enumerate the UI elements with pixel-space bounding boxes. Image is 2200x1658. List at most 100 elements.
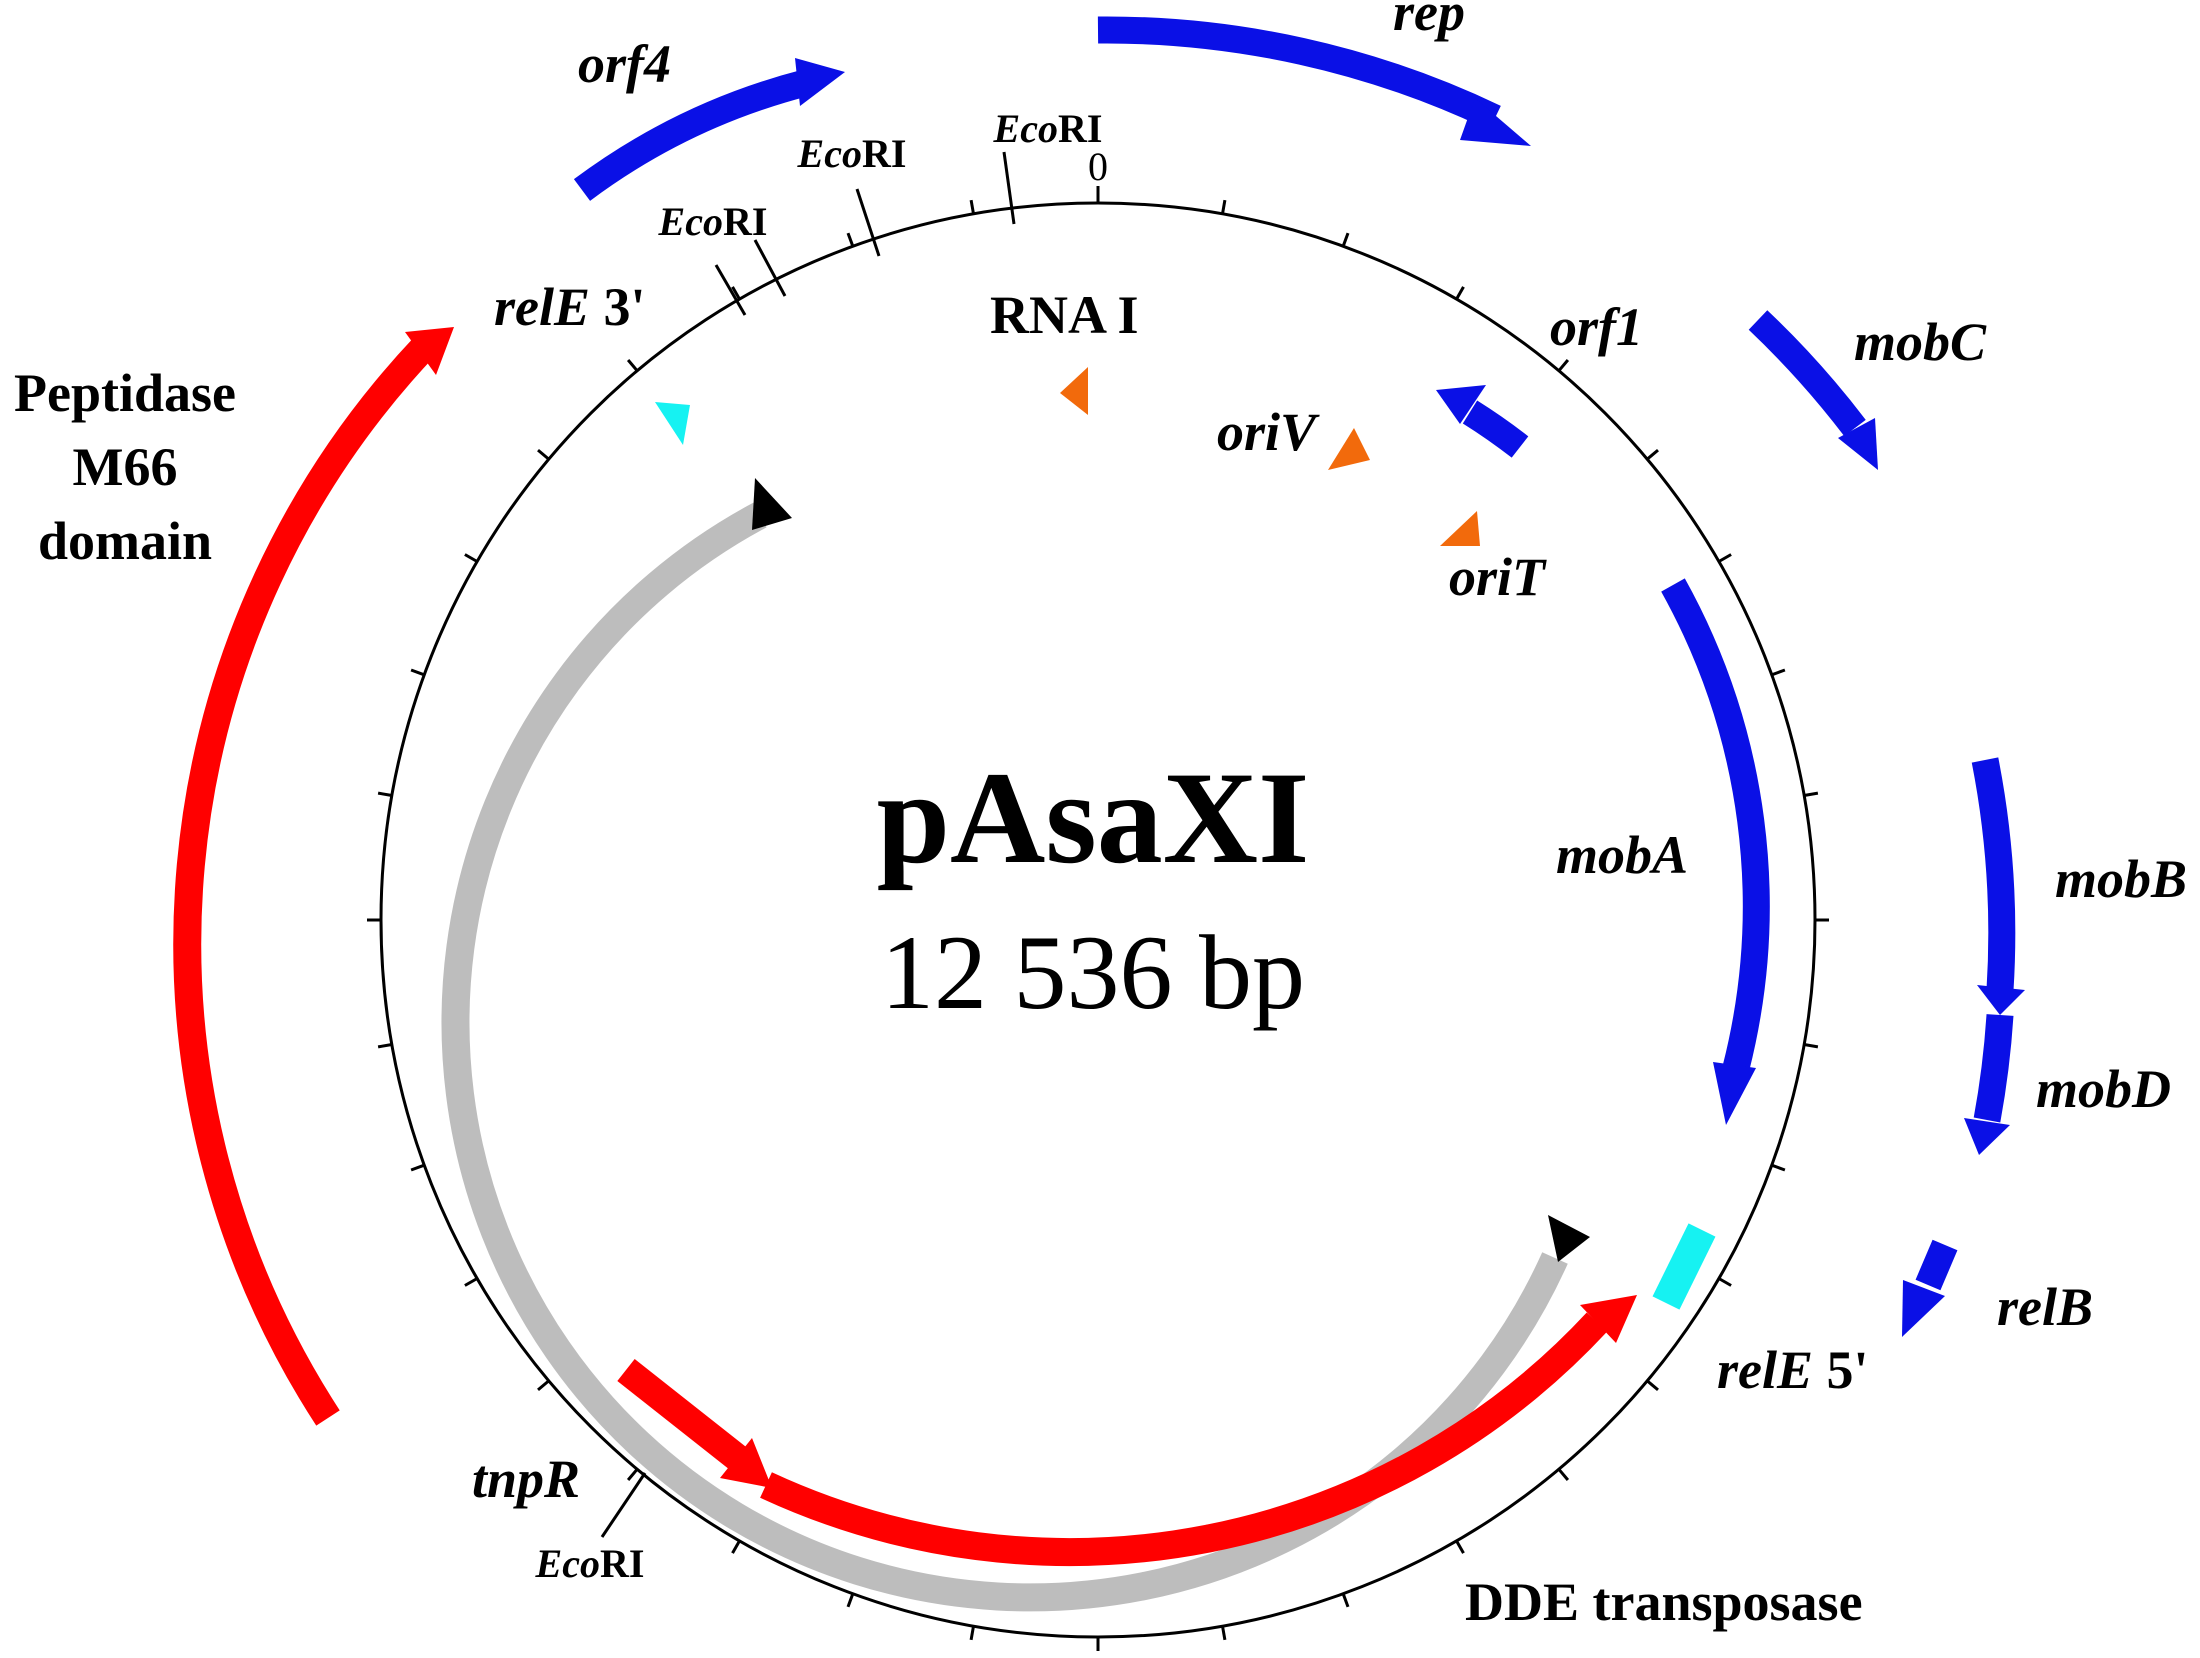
mobC-label: mobC xyxy=(1854,312,1987,372)
relB-arrow-shaft xyxy=(1915,1239,1958,1291)
plasmid-size: 12 536 bp xyxy=(881,914,1305,1031)
scale-tick xyxy=(969,1625,975,1641)
scale-tick xyxy=(626,1468,639,1481)
peptidase-arc-shaft xyxy=(173,336,436,1426)
ecori-site-tick-1 xyxy=(1002,151,1016,225)
scale-tick xyxy=(1771,668,1786,677)
peptidase-arrowhead xyxy=(405,327,454,375)
plasmid-name: pAsaXI xyxy=(877,744,1310,891)
orf4-label: orf4 xyxy=(578,34,671,94)
mobB-arrow-shaft xyxy=(1971,757,2016,991)
oriV-marker xyxy=(1328,428,1370,470)
scale-tick xyxy=(377,791,393,797)
ecori-label-2: EcoRI xyxy=(797,131,907,176)
scale-tick xyxy=(1771,1163,1786,1172)
scale-tick xyxy=(846,232,855,247)
ecori-label-2-italic: Eco xyxy=(797,131,862,176)
tnpR-arrowhead xyxy=(720,1438,772,1488)
mobA-label: mobA xyxy=(1556,825,1688,885)
scale-tick xyxy=(537,448,550,461)
relE-5-label: relE 5' xyxy=(1717,1340,1869,1400)
scale-tick xyxy=(1341,1593,1350,1608)
orf1-arrow-shaft xyxy=(1462,400,1529,458)
ecori-label-1-roman: RI xyxy=(1058,106,1102,151)
ecori-label-3-roman: RI xyxy=(723,199,767,244)
scale-tick xyxy=(377,1043,393,1049)
mobC-arrow-shaft xyxy=(1748,310,1866,437)
ecori-site-tick-5 xyxy=(600,1472,647,1538)
ecori-label-4-roman: RI xyxy=(600,1541,644,1586)
oriT-label: oriT xyxy=(1449,547,1547,607)
scale-tick xyxy=(1221,1625,1227,1641)
ecori-site-tick-4 xyxy=(714,264,747,316)
mobC-arrowhead xyxy=(1838,418,1878,470)
peptidase-label-line1: Peptidase xyxy=(14,363,236,423)
relB-label: relB xyxy=(1997,1277,2093,1337)
ecori-label-2-roman: RI xyxy=(862,131,906,176)
rna1-marker xyxy=(1060,367,1088,415)
orf4-arrowhead xyxy=(795,58,845,106)
relE-3-gene-name: relE xyxy=(494,277,590,337)
scale-tick xyxy=(410,1163,425,1172)
mobB-arrowhead xyxy=(1977,985,2025,1015)
relE-5-suffix: 5' xyxy=(1813,1340,1869,1400)
ecori-label-3: EcoRI xyxy=(658,199,768,244)
mobA-arrow-shaft xyxy=(1661,578,1770,1072)
orf1-arrowhead xyxy=(1436,385,1486,424)
ecori-label-3-italic: Eco xyxy=(658,199,723,244)
scale-tick xyxy=(731,1540,741,1554)
tnpR-label: tnpR xyxy=(472,1449,580,1509)
ecori-label-1-italic: Eco xyxy=(993,106,1058,151)
scale-tick xyxy=(1718,1277,1732,1287)
ecori-site-tick-2 xyxy=(855,188,881,257)
peptidase-label-line3: domain xyxy=(38,511,212,571)
scale-tick xyxy=(464,553,478,563)
relE-3-suffix: 3' xyxy=(590,277,646,337)
scale-tick xyxy=(464,1277,478,1287)
orf1-label: orf1 xyxy=(1550,297,1643,357)
relE-3-label: relE 3' xyxy=(494,277,646,337)
scale-tick xyxy=(1221,199,1227,215)
rep-label: rep xyxy=(1393,0,1465,42)
scale-tick xyxy=(1718,553,1732,563)
scale-tick xyxy=(846,1593,855,1608)
scale-tick xyxy=(1341,232,1350,247)
scale-tick xyxy=(1455,286,1465,300)
orf4-arrow-shaft xyxy=(573,69,809,201)
mobA-arrowhead xyxy=(1713,1062,1756,1125)
scale-tick xyxy=(1646,448,1659,461)
scale-ticks xyxy=(367,189,1829,1651)
mobD-arrow-shaft xyxy=(1973,1014,2014,1123)
rna1-label: RNA I xyxy=(990,285,1139,345)
dde-transposase-arrowhead xyxy=(1580,1295,1637,1343)
scale-tick xyxy=(1557,1468,1570,1481)
origin-label: 0 xyxy=(1088,144,1108,189)
scale-tick xyxy=(969,199,975,215)
scale-tick xyxy=(1803,791,1819,797)
ecori-site-tick-3 xyxy=(753,239,787,297)
mobD-label: mobD xyxy=(2036,1059,2171,1119)
relE-5-segment xyxy=(1652,1223,1716,1310)
scale-tick xyxy=(1646,1379,1659,1392)
gray-inner-arc xyxy=(441,502,1568,1612)
oriV-label: oriV xyxy=(1217,402,1320,462)
relB-arrowhead xyxy=(1902,1280,1945,1337)
scale-tick xyxy=(537,1379,550,1392)
tnpR-arrow-shaft xyxy=(617,1359,749,1471)
scale-tick xyxy=(731,286,741,300)
dde-transposase-label: DDE transposase xyxy=(1465,1572,1863,1632)
rep-arrow-shaft xyxy=(1097,16,1501,131)
scale-tick xyxy=(410,668,425,677)
black-arrowhead-bottom xyxy=(1548,1215,1590,1262)
black-arrowhead-top xyxy=(752,478,792,530)
scale-tick xyxy=(1557,359,1570,372)
peptidase-label-line2: M66 xyxy=(73,437,178,497)
mobB-label: mobB xyxy=(2055,849,2187,909)
ecori-label-4: EcoRI xyxy=(535,1541,645,1586)
mobD-arrowhead xyxy=(1964,1118,2010,1155)
scale-tick xyxy=(1455,1540,1465,1554)
scale-tick xyxy=(1803,1043,1819,1049)
ecori-label-4-italic: Eco xyxy=(535,1541,600,1586)
